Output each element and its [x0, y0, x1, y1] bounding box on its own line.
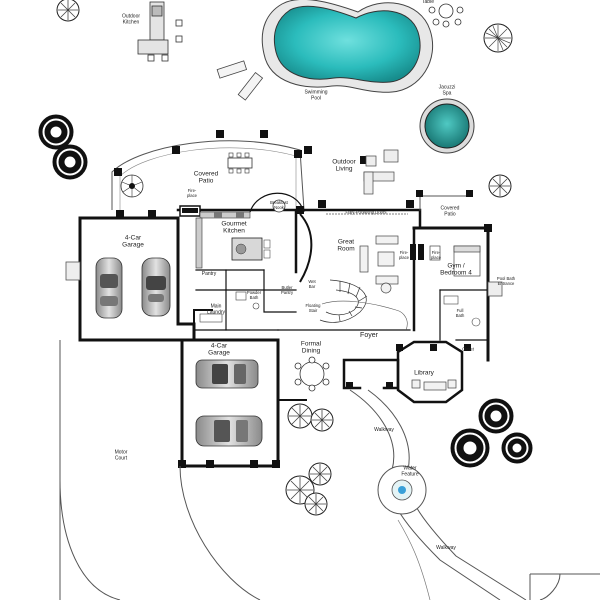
label-covered-patio-left: Covered Patio: [193, 170, 219, 185]
covered-patio-left: [111, 130, 368, 211]
label-closet: Closet: [462, 346, 474, 352]
label-full-bath: Full Bath: [455, 308, 465, 318]
label-pantry: Pantry: [201, 271, 217, 278]
label-main-laundry: Main Laundry: [206, 303, 226, 315]
label-motor-court: Motor Court: [114, 449, 128, 461]
label-garage-top: 4-Car Garage: [122, 234, 144, 249]
car-bottom-top: [195, 359, 259, 389]
label-foyer: Foyer: [360, 331, 378, 339]
structural-columns: [116, 190, 492, 468]
kitchen-island: [195, 211, 271, 269]
outdoor-kitchen-counter: [137, 1, 183, 62]
label-fireplace-patio: Fire- place: [186, 188, 198, 198]
breakfast-nook-wall: [249, 192, 305, 213]
label-gourmet-kitchen: Gourmet Kitchen: [221, 220, 247, 235]
label-jacuzzi-spa: Jacuzzi Spa: [438, 84, 456, 96]
label-library: Library: [414, 369, 434, 377]
label-great-room: Great Room: [337, 238, 355, 253]
label-walkway-lower: Walkway: [436, 545, 456, 552]
fireplace-great-room: [410, 244, 416, 260]
label-floating-stair: Floating Stair: [305, 303, 321, 313]
label-gym-bedroom: Gym / Bedroom 4: [440, 262, 472, 277]
floating-stair: [319, 279, 368, 323]
label-powder-bath: Powder Bath: [246, 290, 262, 300]
library-furniture: [411, 379, 457, 391]
label-wet-bar: Wet Bar: [308, 279, 316, 289]
label-table: Table: [422, 0, 434, 6]
bath-fixtures: [199, 291, 481, 327]
label-butler-pantry: Butler Pantry: [280, 285, 294, 295]
label-swimming-pool: Swimming Pool: [304, 89, 328, 101]
label-breakfast-nook: Breakfast Nook: [270, 200, 288, 210]
motor-court-curve: [179, 465, 261, 600]
label-covered-patio-right: Covered Patio: [440, 205, 460, 217]
label-water-feature: Water Feature: [401, 465, 419, 477]
outdoor-living-furniture: [363, 149, 399, 195]
bedroom-furniture: [429, 245, 481, 277]
gate: [529, 573, 600, 600]
car-bottom-lower: [195, 415, 263, 447]
label-fireplace-great-room: Fire- place: [398, 250, 410, 260]
cars: [95, 257, 263, 447]
jacuzzi-spa: [419, 98, 475, 154]
trees: [38, 0, 533, 516]
car-top-right: [141, 257, 171, 317]
fireplace-gym: [418, 244, 424, 260]
great-room-furniture: [359, 235, 399, 294]
patio-table: [428, 3, 464, 28]
label-outdoor-living: Outdoor Living: [332, 158, 356, 173]
label-formal-dining: Formal Dining: [300, 340, 322, 355]
label-walkway-upper: Walkway: [374, 427, 394, 434]
label-outdoor-kitchen: Outdoor Kitchen: [121, 13, 141, 25]
label-garage-bottom: 4-Car Garage: [208, 342, 230, 357]
curved-wall: [299, 213, 313, 283]
water-feature: [377, 465, 427, 515]
label-fireplace-gym: Fire- place: [430, 250, 442, 260]
formal-dining-table: [294, 356, 330, 392]
label-fully-pocketing-doors: Fully-Pocketing Doors: [345, 209, 387, 215]
label-pool-bath-entrance: Pool Bath Entrance: [496, 276, 516, 286]
car-top-left: [95, 257, 123, 319]
swimming-pool: [261, 0, 434, 93]
lounge-chairs: [216, 60, 264, 101]
